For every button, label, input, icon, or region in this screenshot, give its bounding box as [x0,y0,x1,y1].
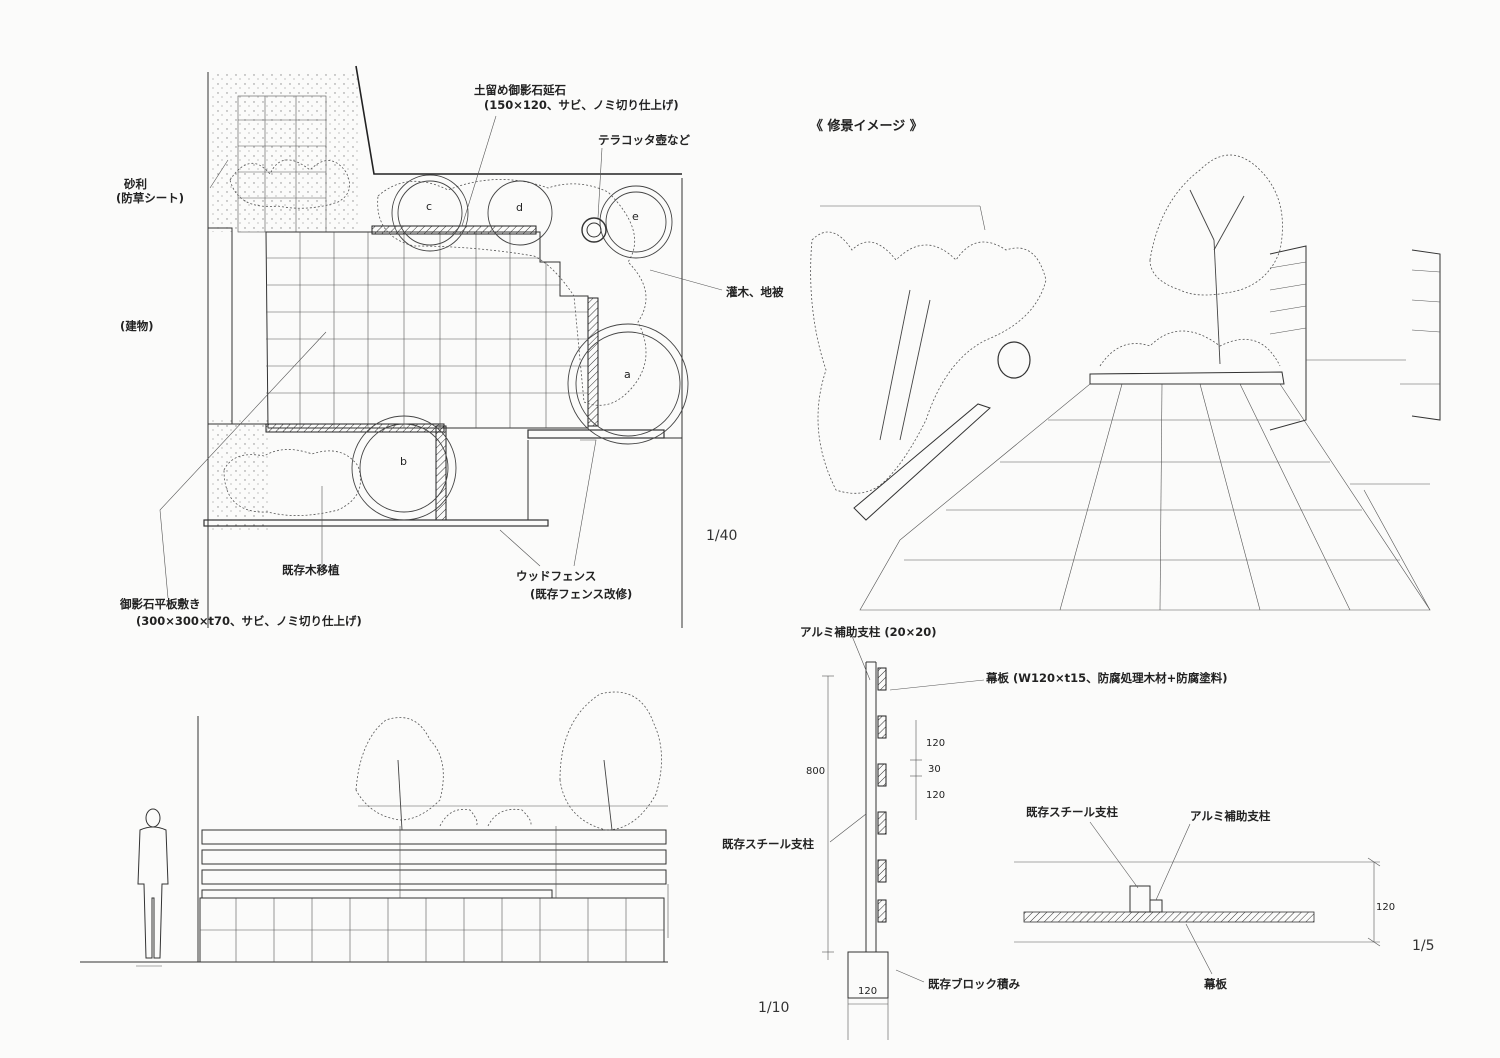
path-tiles [237,95,327,233]
retaining-stone-right [587,297,599,427]
tree-d: d [487,180,553,246]
shrub-mass-right [377,179,647,406]
paving-label: 御影石平板敷き [119,597,201,611]
shrub-label: 灌木、地被 [726,285,784,299]
terracotta-pot [581,217,607,243]
perspective-shrubs [810,231,1047,494]
paving-grid [265,231,589,429]
detail-aux-post-label: アルミ補助支柱 [1190,809,1271,823]
wood-fence-plan [203,519,549,527]
detail-steel-post-label: 既存スチール支柱 [1026,805,1118,819]
human-figure [136,808,169,967]
svg-text:c: c [426,200,432,213]
steel-post-label: 既存スチール支柱 [722,837,814,851]
board-detail [1023,911,1315,923]
detail-scale: 1/5 [1412,938,1435,954]
board-spec-label: 幕板 (W120×t15、防腐処理木材+防腐塗料) [985,671,1227,685]
building-label: (建物) [120,319,154,333]
dim-30: 30 [928,764,941,775]
svg-text:d: d [516,201,523,214]
wood-fence-sub-label: (既存フェンス改修) [530,587,632,601]
post-detail: 既存スチール支柱 アルミ補助支柱 120 幕板 1/5 [1014,805,1435,991]
terracotta-label: テラコッタ壺など [598,133,690,147]
retaining-stone-spec: (150×120、サビ、ノミ切り仕上げ) [484,98,679,112]
tree-b: b [351,415,457,521]
elevation-view [80,691,669,967]
wood-fence-label: ウッドフェンス [516,569,596,583]
detail-dim-120: 120 [1376,902,1395,913]
block-label: 既存ブロック積み [928,977,1020,991]
dim-120a: 120 [926,738,945,749]
svg-text:e: e [632,210,639,223]
perspective-fence [1269,245,1441,611]
block-wall [199,897,665,963]
retaining-stone-top [371,225,537,235]
steel-post-detail [1129,885,1151,913]
tree-c: c [391,174,469,252]
tree-a: a [567,323,689,445]
dim-base: 120 [858,986,877,997]
fence-section: アルミ補助支柱 (20×20) 幕板 (W120×t15、防腐処理木材+防腐塗料… [722,625,1227,1040]
shrub-mass-bottom [223,449,361,516]
plan-scale: 1/40 [706,528,737,544]
tree-e: e [599,185,673,259]
dim-800: 800 [806,766,825,777]
detail-board-label: 幕板 [1203,977,1227,991]
elevation-tree-right [559,691,662,831]
aux-post-label: アルミ補助支柱 (20×20) [800,625,937,639]
perspective-tree [1149,154,1283,365]
paving-spec: (300×300×t70、サビ、ノミ切り仕上げ) [136,614,362,628]
building-wall [207,227,233,425]
dim-120b: 120 [926,790,945,801]
section-scale: 1/10 [758,1000,789,1016]
elevation-tree-left [355,717,444,831]
retaining-stone-label: 土留め御影石延石 [474,83,566,97]
perspective-pot [997,341,1031,379]
transplant-label: 既存木移植 [282,563,340,577]
plan-view: c d e a b 砂利 (防草 [116,65,784,628]
gravel-label: 砂利 [124,177,147,191]
perspective-view: 《 修景イメージ 》 [810,118,1441,611]
gravel-sub-label: (防草シート) [116,191,184,205]
aux-post-detail [1149,899,1163,913]
svg-text:b: b [400,455,407,468]
shrub-mass-top-left [229,159,350,209]
fence-boards [201,826,669,938]
retaining-stone-bottom [265,423,445,433]
perspective-title: 《 修景イメージ 》 [810,118,923,134]
svg-text:a: a [624,368,631,381]
